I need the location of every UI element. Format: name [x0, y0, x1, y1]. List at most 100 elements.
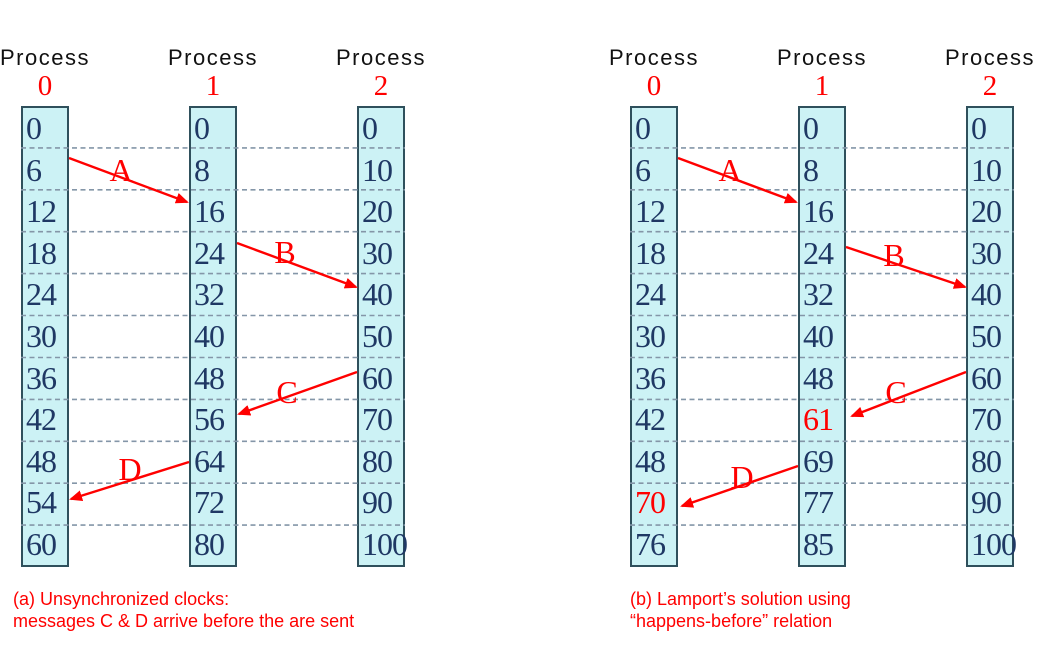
process-number: 1 [814, 70, 830, 102]
clock-value-adjusted: 70 [635, 484, 666, 521]
clock-value: 90 [971, 484, 1002, 521]
clock-value: 24 [194, 234, 225, 271]
clock-value: 32 [194, 276, 225, 313]
clock-value: 0 [971, 110, 987, 147]
message-label-b: B [883, 237, 904, 273]
clock-value: 100 [971, 525, 1017, 562]
clock-value: 70 [362, 401, 393, 438]
message-arrow-d [69, 460, 190, 501]
clock-value: 8 [803, 151, 819, 188]
clock-value: 12 [26, 193, 57, 230]
clock-value: 48 [194, 359, 225, 396]
process-number: 2 [982, 70, 998, 102]
clock-value: 24 [26, 276, 57, 313]
clock-value: 40 [194, 318, 225, 354]
process-0-header: Process 0 [584, 45, 724, 102]
process-label: Process [609, 45, 699, 70]
clock-value: 20 [362, 193, 393, 230]
clock-value: 24 [635, 276, 666, 313]
clock-value: 54 [26, 484, 57, 521]
clock-value: 12 [635, 193, 666, 230]
clock-value: 18 [635, 234, 666, 271]
process-2-header: Process 2 [311, 45, 451, 102]
clock-value: 80 [362, 442, 393, 479]
message-arrow-d [680, 464, 799, 508]
caption-b: (b) Lamport’s solution using “happens-be… [630, 588, 851, 632]
process-label: Process [336, 45, 426, 70]
clock-value: 0 [362, 110, 378, 147]
process-number: 0 [37, 70, 53, 102]
clock-value: 60 [26, 525, 57, 562]
clock-value: 16 [194, 193, 225, 230]
process-label: Process [0, 45, 90, 70]
clock-value: 40 [362, 276, 393, 313]
process-2-header: Process 2 [920, 45, 1037, 102]
clock-value: 64 [194, 442, 225, 479]
clock-value: 50 [362, 318, 393, 354]
clock-value: 69 [803, 442, 834, 479]
clock-value: 60 [362, 359, 393, 396]
clock-value: 8 [194, 151, 210, 188]
clock-value: 50 [971, 318, 1002, 354]
clock-value: 56 [194, 401, 225, 438]
message-arrow-a [68, 156, 189, 204]
clock-value: 100 [362, 525, 408, 562]
panel-a-unsynchronized: Process 0 Process 1 Process 2 0 6 12 18 … [0, 45, 441, 647]
clock-value: 0 [803, 110, 819, 147]
clock-value: 80 [971, 442, 1002, 479]
message-label-a: A [109, 152, 132, 188]
message-arrow-a [677, 156, 798, 204]
clock-value: 70 [971, 401, 1002, 438]
message-label-a: A [718, 152, 741, 188]
panel-b-lamport-solution: Process 0 Process 1 Process 2 0 6 12 18 … [609, 45, 1037, 647]
clock-value: 6 [635, 151, 651, 188]
process-label: Process [945, 45, 1035, 70]
clock-value: 16 [803, 193, 834, 230]
message-arrow-b [845, 245, 967, 289]
clock-value: 30 [635, 318, 666, 354]
process-label: Process [168, 45, 258, 70]
process-label: Process [777, 45, 867, 70]
clock-value: 10 [362, 151, 393, 188]
clock-value: 30 [971, 234, 1002, 271]
process-number: 0 [646, 70, 662, 102]
clock-value: 90 [362, 484, 393, 521]
clock-value: 48 [635, 442, 666, 479]
clock-value: 0 [194, 110, 210, 147]
clock-value: 40 [803, 318, 834, 354]
clock-value: 20 [971, 193, 1002, 230]
message-label-b: B [274, 234, 295, 270]
clock-value: 72 [194, 484, 225, 521]
clock-value: 40 [971, 276, 1002, 313]
process-0-timeline: 0 6 12 18 24 30 36 42 48 54 60 [21, 106, 69, 567]
clock-value: 36 [635, 359, 666, 396]
timeline-grid: 0 6 12 18 24 30 36 42 48 54 60 0 8 16 24… [21, 106, 441, 567]
message-arrow-b [236, 241, 358, 289]
clock-value: 30 [362, 234, 393, 271]
clock-value: 0 [635, 110, 651, 147]
clock-value: 30 [26, 318, 57, 354]
clock-value: 42 [26, 401, 57, 438]
clock-value: 36 [26, 359, 57, 396]
message-label-d: D [118, 451, 141, 487]
clock-value: 48 [26, 442, 57, 479]
caption-line-1: (a) Unsynchronized clocks: [13, 589, 230, 609]
clock-value: 0 [26, 110, 42, 147]
clock-value: 76 [635, 525, 666, 562]
clock-value: 80 [194, 525, 225, 562]
message-label-d: D [730, 459, 753, 495]
message-arrow-c [237, 370, 358, 416]
process-0-header: Process 0 [0, 45, 115, 102]
process-2-timeline: 0 10 20 30 40 50 60 70 80 90 100 [357, 106, 408, 567]
process-number: 2 [373, 70, 389, 102]
clock-value: 10 [971, 151, 1002, 188]
process-number: 1 [205, 70, 221, 102]
process-1-header: Process 1 [752, 45, 892, 102]
message-arrow-c [850, 370, 967, 418]
caption-a: (a) Unsynchronized clocks: messages C & … [13, 588, 354, 632]
caption-line-1: (b) Lamport’s solution using [630, 589, 851, 609]
clock-value: 18 [26, 234, 57, 271]
clock-value: 77 [803, 484, 834, 521]
caption-line-2: messages C & D arrive before the are sen… [13, 611, 355, 631]
